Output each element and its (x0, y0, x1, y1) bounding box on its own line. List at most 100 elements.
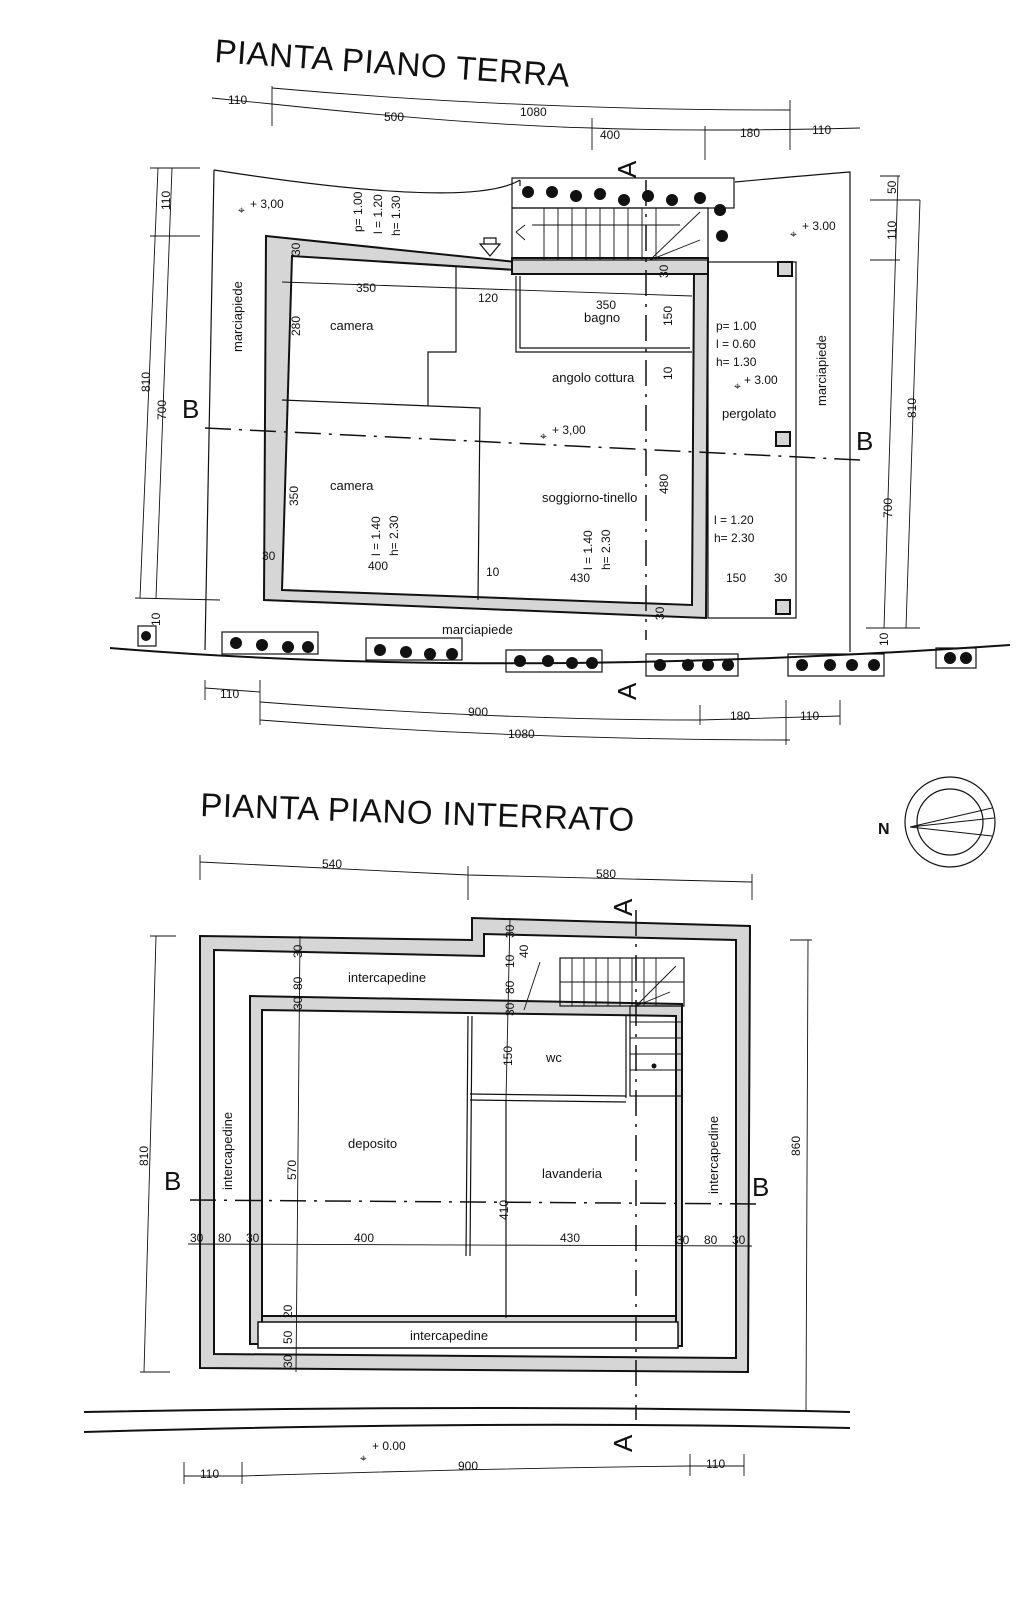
dim-label: 30 (653, 606, 667, 620)
dim-label: 110 (885, 221, 899, 240)
dim-label: 30 (732, 1233, 746, 1247)
section-marker-b: B (856, 426, 873, 456)
elevation-label: + 3.00 (802, 219, 836, 233)
section-marker-b: B (752, 1172, 769, 1202)
dim-label: 50 (281, 1330, 295, 1344)
dim-label: 80 (291, 976, 305, 990)
dim-label: 400 (354, 1231, 374, 1245)
dim-label: 10 (661, 366, 675, 380)
elevation-icon: ⌖ (360, 1451, 367, 1465)
basement-walls (199, 916, 752, 1374)
dim-label: 110 (220, 687, 239, 701)
ground-bottom-dimensions: 110 900 1080 180 110 (204, 680, 841, 745)
dim-label: 80 (218, 1231, 232, 1245)
dim-label: 860 (789, 1136, 803, 1156)
room-label-pergolato: pergolato (722, 406, 776, 421)
window-note: l = 1.40 (369, 516, 383, 556)
dim-label: 700 (155, 400, 169, 420)
dim-label: 110 (200, 1467, 219, 1481)
elevation-icon: ⌖ (540, 429, 547, 443)
dim-label: 350 (596, 298, 616, 312)
window-note: h= 2.30 (387, 515, 401, 556)
dim-label: 810 (905, 398, 919, 418)
elevation-label: + 3,00 (250, 197, 284, 211)
entrance-arrow-icon (478, 237, 502, 257)
ground-stairs (511, 177, 735, 261)
basement-bottom-dimensions: 110 900 110 (183, 1454, 745, 1484)
dim-label: 20 (281, 1304, 295, 1318)
dim-label: 810 (139, 372, 153, 392)
room-label-deposito: deposito (348, 1136, 397, 1151)
window-note: l = 1.20 (714, 513, 754, 527)
dim-label: 150 (726, 571, 746, 585)
dim-label: 30 (291, 944, 305, 958)
dim-label: 400 (368, 559, 388, 573)
window-note: h= 2.30 (599, 529, 613, 570)
dim-label: 50 (885, 180, 899, 194)
dim-label: 10 (503, 954, 517, 968)
dim-label: 540 (322, 857, 342, 871)
dim-label: 30 (503, 1002, 517, 1016)
elevation-icon: ⌖ (790, 227, 797, 241)
section-marker-a: A (612, 160, 642, 178)
pergolato-area (707, 261, 797, 619)
basement-interior-dimensions: 30 80 30 30 40 10 80 30 150 570 410 20 5… (281, 917, 531, 1373)
elevation-markers: ⌖ + 3,00 ⌖ + 3,00 ⌖ + 3.00 ⌖ + 3.00 (238, 197, 836, 443)
north-arrow: N (878, 776, 996, 868)
dim-label: 10 (877, 632, 891, 646)
planter-plants-bottom (137, 625, 977, 677)
north-label: N (878, 821, 890, 838)
dim-label: 480 (657, 474, 671, 494)
compass-icon (909, 807, 995, 837)
window-note: p= 1.00 (351, 191, 365, 232)
dim-label: 280 (289, 316, 303, 336)
dim-label: 810 (137, 1146, 151, 1166)
dim-label: 30 (190, 1231, 204, 1245)
ground-floor-title: PIANTA PIANO TERRA (214, 32, 572, 94)
ground-left-dimensions: 110 810 700 10 (134, 167, 221, 626)
dim-label: 900 (458, 1459, 478, 1473)
basement-section-markers: A A B B (164, 898, 769, 1452)
dim-label: 410 (497, 1200, 511, 1220)
basement-plan: PIANTA PIANO INTERRATO 540 580 (83, 786, 851, 1484)
dim-label: 180 (740, 126, 760, 140)
room-label-camera: camera (330, 478, 374, 493)
dim-label: 1080 (520, 105, 547, 119)
dim-label: 430 (560, 1231, 580, 1245)
basement-outer-dimensions: 810 860 (137, 935, 812, 1411)
basement-horizontal-dimensions: 30 80 30 400 430 30 80 30 (187, 1231, 753, 1247)
elevation-label: + 3.00 (744, 373, 778, 387)
section-line-b (204, 427, 861, 461)
dim-label: 180 (730, 709, 750, 723)
dim-label: 570 (285, 1160, 299, 1180)
elevation-icon: ⌖ (734, 379, 741, 393)
dim-label: 900 (468, 705, 488, 719)
dim-label: 30 (281, 1354, 295, 1368)
window-note: p= 1.00 (716, 319, 757, 333)
section-line-b (189, 1199, 761, 1205)
ground-floor-plan: PIANTA PIANO TERRA 110 500 1080 400 180 … (109, 32, 1011, 745)
dim-label: 1080 (508, 727, 535, 741)
dim-label: 30 (503, 924, 517, 938)
room-label-intercapedine: intercapedine (348, 970, 426, 985)
label-marciapiede: marciapiede (230, 281, 245, 352)
room-label-camera: camera (330, 318, 374, 333)
dim-label: 30 (246, 1231, 260, 1245)
dim-label: 30 (774, 571, 788, 585)
window-note: l = 1.40 (581, 530, 595, 570)
ground-top-dimensions: 110 500 1080 400 180 110 (211, 86, 861, 160)
section-marker-a: A (612, 682, 642, 700)
ground-right-dimensions: 50 110 810 700 10 (866, 175, 921, 646)
dim-label: 400 (600, 128, 620, 142)
dim-label: 10 (149, 612, 163, 626)
window-note: h= 1.30 (716, 355, 757, 369)
dim-label: 110 (706, 1457, 725, 1471)
dim-label: 80 (503, 980, 517, 994)
ground-partitions (281, 266, 693, 601)
room-label-wc: wc (545, 1050, 562, 1065)
dim-label: 120 (478, 291, 498, 305)
dim-label: 500 (384, 110, 404, 124)
dim-label: 40 (517, 944, 531, 958)
room-label-soggiorno: soggiorno-tinello (542, 490, 637, 505)
